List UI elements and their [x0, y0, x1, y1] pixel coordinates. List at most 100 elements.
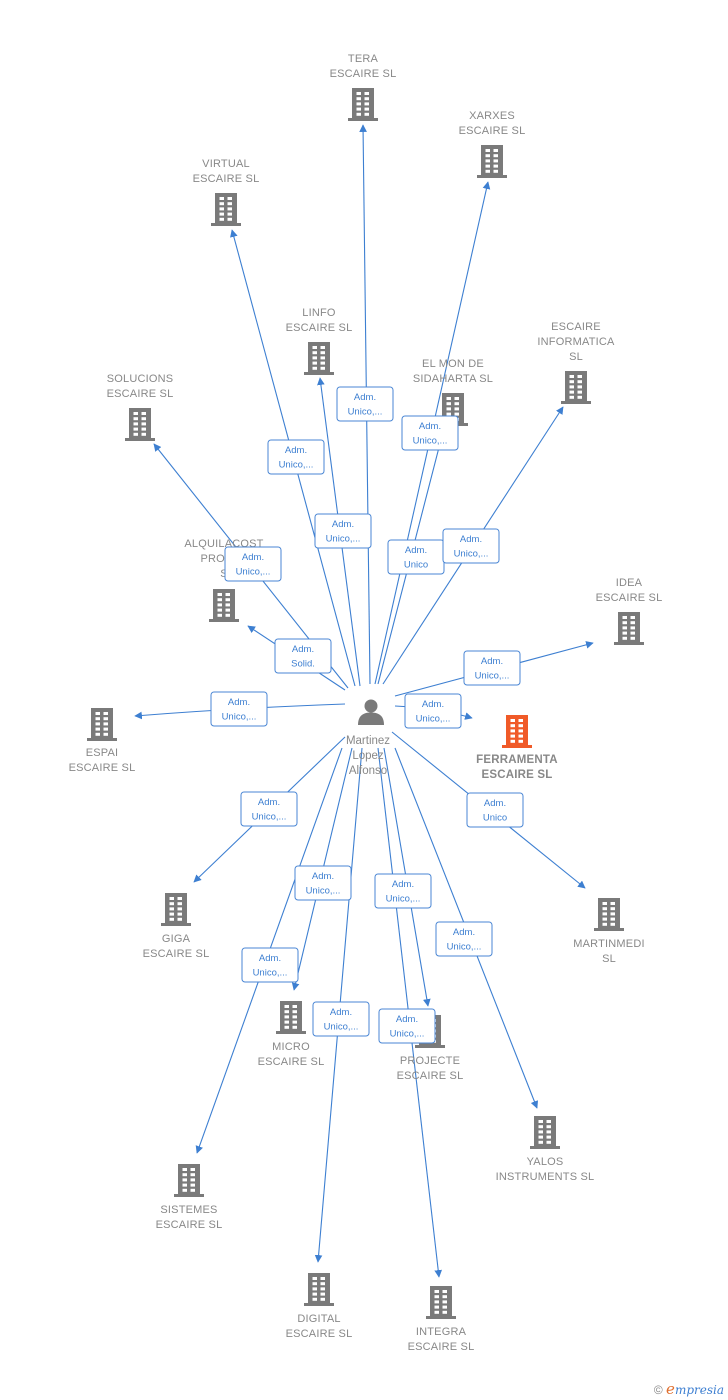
company-name-line: INFORMATICA — [537, 336, 615, 348]
relation-label-integra[interactable]: Adm.Unico,... — [378, 1008, 436, 1044]
relation-label-digital[interactable]: Adm.Unico,... — [312, 1001, 370, 1037]
relation-label-solucions[interactable]: Adm.Unico,... — [224, 546, 282, 582]
relation-label-line: Adm. — [484, 798, 506, 809]
company-name-line: ESCAIRE SL — [286, 322, 353, 334]
relation-label-ferramenta[interactable]: Adm.Unico,... — [404, 693, 462, 729]
company-node-giga[interactable]: GIGA ESCAIRE SL — [143, 893, 210, 960]
relation-label-tera[interactable]: Adm. Unico,... — [336, 386, 394, 422]
person-name-line-1: Martinez — [346, 735, 390, 747]
relation-label-box — [314, 513, 372, 549]
company-name-line: ESCAIRE SL — [397, 1070, 464, 1082]
relation-label-box — [466, 792, 524, 828]
company-name-line: SISTEMES — [160, 1204, 217, 1216]
relation-label-box — [374, 873, 432, 909]
relation-label-line: Solid. — [291, 659, 315, 670]
company-name-line: PROJECTE — [400, 1055, 460, 1067]
relation-label-box — [312, 1001, 370, 1037]
building-icon — [477, 145, 507, 178]
relation-labels-layer: Adm. Unico,... Adm. Unico,... Adm. Unico,... A… — [210, 386, 524, 1044]
relation-label-line: Adm. — [258, 797, 280, 808]
company-name-line: ESCAIRE SL — [459, 125, 526, 137]
company-name-line: VIRTUAL — [202, 158, 250, 170]
relation-label-line: Unico,... — [348, 407, 383, 418]
relation-label-line: Unico,... — [475, 671, 510, 682]
copyright-symbol: © — [653, 1383, 663, 1397]
building-icon — [426, 1286, 456, 1319]
relation-label-virtual[interactable]: Adm.Unico,... — [267, 439, 325, 475]
company-name-line: INTEGRA — [416, 1326, 467, 1338]
building-icon — [209, 589, 239, 622]
company-name-line: ESCAIRE SL — [286, 1328, 353, 1340]
relation-label-line: Adm. — [330, 1007, 352, 1018]
relation-label-box — [463, 650, 521, 686]
relation-label-box — [224, 546, 282, 582]
relation-label-line: Adm. — [228, 697, 250, 708]
relation-label-xarxes[interactable]: Adm.Unico,... — [401, 415, 459, 451]
company-name-line: ESCAIRE SL — [481, 769, 552, 781]
building-icon — [304, 1273, 334, 1306]
relation-label-el-mon[interactable]: Adm.Unico — [387, 539, 445, 575]
relation-label-line: Unico,... — [306, 886, 341, 897]
relation-label-line: Unico,... — [252, 812, 287, 823]
relation-label-line: Adm. — [242, 552, 264, 563]
company-name-line: ESCAIRE SL — [143, 948, 210, 960]
relation-label-line: Adm. — [292, 644, 314, 655]
relation-label-box — [442, 528, 500, 564]
company-name-line: ESCAIRE — [551, 321, 601, 333]
relation-label-box — [294, 865, 352, 901]
building-icon — [614, 612, 644, 645]
person-icon — [358, 699, 384, 725]
company-name-line: ESCAIRE SL — [258, 1056, 325, 1068]
relation-label-projecte[interactable]: Adm.Unico,... — [374, 873, 432, 909]
relation-label-line: Adm. — [481, 656, 503, 667]
company-name-line: LINFO — [302, 307, 336, 319]
relation-label-line: Unico — [483, 813, 507, 824]
company-name-line: EL MON DE — [422, 358, 484, 370]
company-name-line: ESPAI — [86, 747, 119, 759]
company-name-line: TERA — [348, 53, 379, 65]
relation-label-box — [241, 947, 299, 983]
relation-label-sistemes[interactable]: Adm.Unico,... — [241, 947, 299, 983]
relation-label-line: Unico,... — [253, 968, 288, 979]
relation-label-linfo[interactable]: Adm.Unico,... — [314, 513, 372, 549]
building-icon — [276, 1001, 306, 1034]
company-name-line: GIGA — [162, 933, 191, 945]
relation-label-box — [378, 1008, 436, 1044]
relation-label-idea[interactable]: Adm. Unico,... — [463, 650, 521, 686]
relation-label-alquilacost[interactable]: Adm. Solid. — [274, 638, 332, 674]
relation-label-micro[interactable]: Adm.Unico,... — [294, 865, 352, 901]
building-icon — [211, 193, 241, 226]
building-icon — [174, 1164, 204, 1197]
building-icon — [87, 708, 117, 741]
building-icon — [125, 408, 155, 441]
relation-label-line: Adm. — [354, 392, 376, 403]
company-name-line: ESCAIRE SL — [107, 388, 174, 400]
relation-label-yalos[interactable]: Adm.Unico,... — [435, 921, 493, 957]
relation-label-giga[interactable]: Adm. Unico,... — [240, 791, 298, 827]
relation-label-line: Unico — [404, 560, 428, 571]
relation-label-martinmedi[interactable]: Adm. Unico — [466, 792, 524, 828]
relation-label-line: Unico,... — [447, 942, 482, 953]
building-icon — [502, 715, 532, 748]
center-person[interactable]: Martinez Lopez Alfonso — [346, 699, 390, 778]
relation-label-escaire-informatica[interactable]: Adm.Unico,... — [442, 528, 500, 564]
brand-name: mpresia — [674, 1383, 724, 1397]
company-node-linfo[interactable]: LINFO ESCAIRE SL — [286, 307, 353, 375]
relation-label-espai[interactable]: Adm.Unico,... — [210, 691, 268, 727]
